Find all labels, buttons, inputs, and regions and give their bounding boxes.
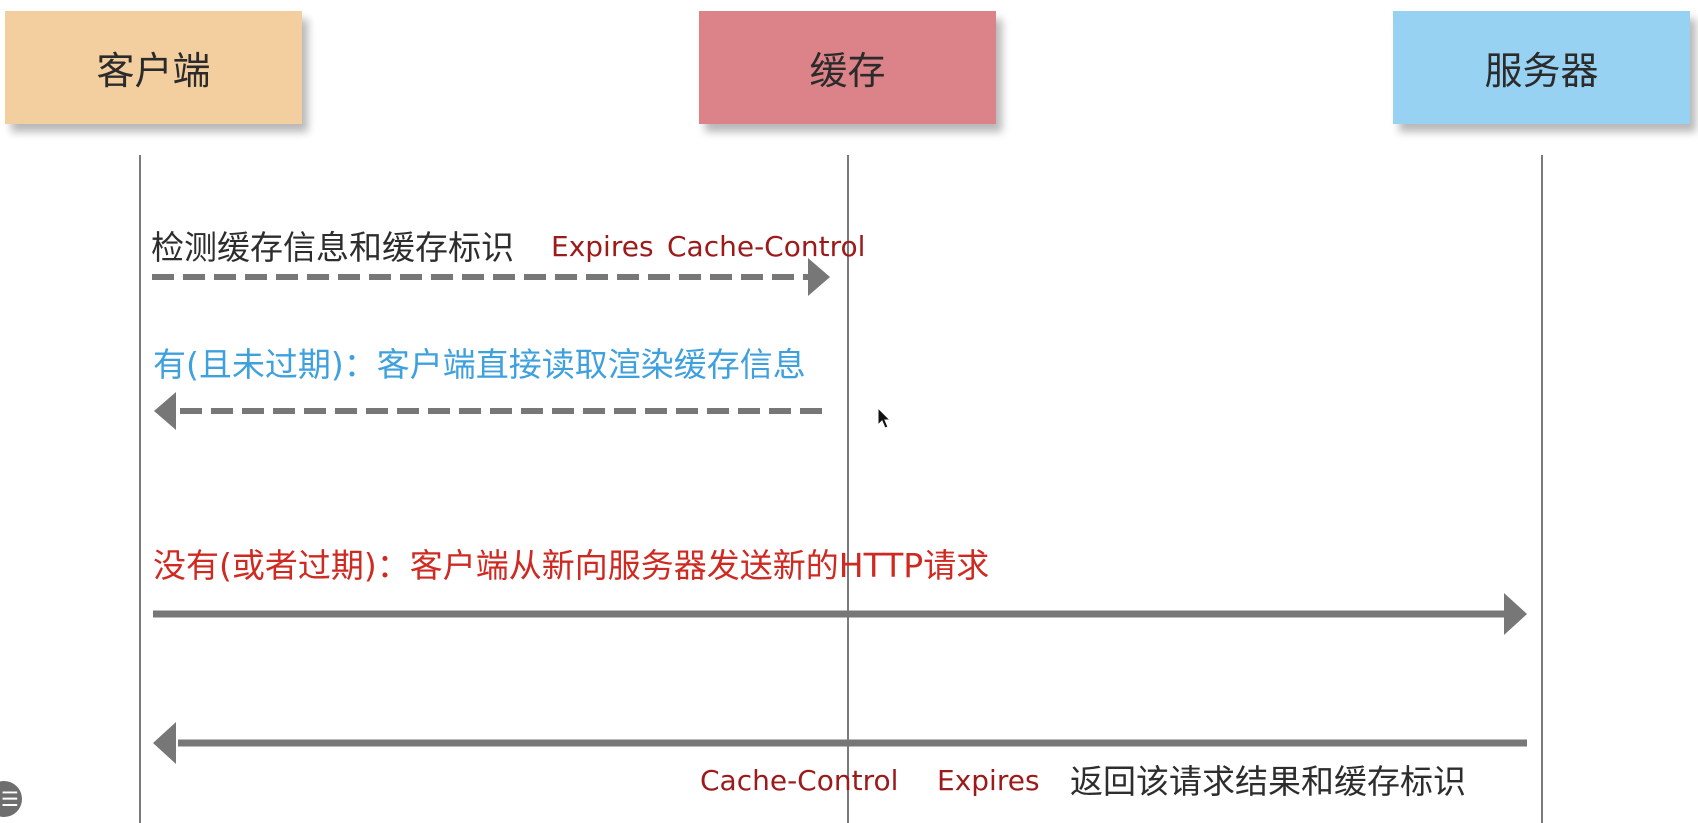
check-expires-tag: Expires bbox=[551, 230, 654, 263]
check-cache-control-tag: Cache-Control bbox=[667, 230, 866, 263]
cache-actor-label: 缓存 bbox=[809, 49, 886, 93]
menu-icon[interactable]: ☰ bbox=[0, 781, 22, 817]
server-actor-box: 服务器 bbox=[1393, 11, 1690, 124]
cache-actor-box: 缓存 bbox=[699, 11, 996, 124]
cursor-arrow-icon bbox=[877, 407, 892, 429]
miss-arrowhead bbox=[1504, 593, 1527, 635]
check-arrowhead bbox=[808, 258, 830, 296]
client-actor-label: 客户端 bbox=[96, 49, 211, 93]
response-arrowhead bbox=[153, 722, 176, 764]
response-message-label: 返回该请求结果和缓存标识 bbox=[1070, 762, 1466, 801]
hit-arrowhead bbox=[154, 392, 176, 430]
client-actor-box: 客户端 bbox=[5, 11, 302, 124]
response-cache-control-tag: Cache-Control bbox=[700, 764, 899, 797]
server-actor-label: 服务器 bbox=[1484, 49, 1599, 93]
check-message-label: 检测缓存信息和缓存标识 bbox=[151, 228, 514, 267]
hit-message-label: 有(且未过期)：客户端直接读取渲染缓存信息 bbox=[153, 345, 806, 384]
response-expires-tag: Expires bbox=[937, 764, 1040, 797]
miss-message-label: 没有(或者过期)：客户端从新向服务器发送新的HTTP请求 bbox=[153, 546, 990, 585]
